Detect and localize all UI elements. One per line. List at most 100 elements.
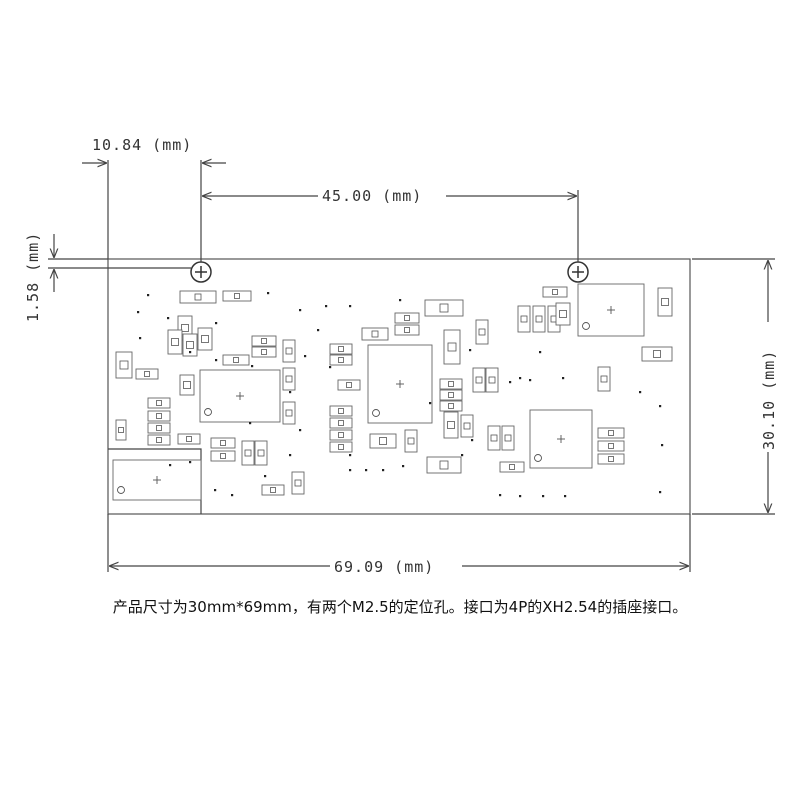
- dim-label-board-height: 30.10 (mm): [760, 350, 778, 450]
- via-dot: [169, 464, 172, 467]
- ic-pin1-mark: [582, 322, 590, 330]
- smd-pad: [338, 408, 344, 414]
- via-dot: [267, 292, 270, 295]
- via-dot: [499, 494, 502, 497]
- smd-pad: [371, 330, 379, 338]
- smd-pad: [478, 328, 486, 336]
- smd-pad: [285, 409, 293, 417]
- smd-pad: [156, 413, 162, 419]
- smd-pad: [653, 350, 661, 358]
- smd-pad: [261, 349, 267, 355]
- via-dot: [509, 381, 512, 384]
- ic-pin1-mark: [534, 454, 542, 462]
- smd-pad: [294, 479, 302, 487]
- via-dot: [289, 454, 292, 457]
- smd-pad: [338, 432, 344, 438]
- via-dot: [539, 351, 542, 354]
- smd-pad: [509, 464, 515, 470]
- dimension-hole-spacing: 45.00 (mm): [203, 184, 579, 262]
- via-dot: [214, 489, 217, 492]
- smd-pad: [233, 357, 239, 363]
- mounting-hole-right: [567, 261, 589, 283]
- via-dot: [139, 337, 142, 340]
- smd-pad: [404, 315, 410, 321]
- smd-pad: [463, 422, 471, 430]
- via-dot: [365, 469, 368, 472]
- smd-pad: [448, 392, 454, 398]
- via-dot: [189, 351, 192, 354]
- via-dot: [137, 311, 140, 314]
- dim-label-hole-offset-x: 10.84 (mm): [92, 136, 192, 154]
- smd-pad: [600, 375, 608, 383]
- smd-pad: [181, 324, 189, 332]
- via-dot: [304, 355, 307, 358]
- via-dot: [299, 429, 302, 432]
- via-dot: [249, 422, 252, 425]
- smd-pad: [520, 315, 528, 323]
- via-dot: [167, 317, 170, 320]
- via-dot: [349, 305, 352, 308]
- via-dot: [519, 377, 522, 380]
- product-caption: 产品尺寸为30mm*69mm，有两个M2.5的定位孔。接口为4P的XH2.54的…: [112, 598, 688, 616]
- smd-pad: [201, 335, 209, 343]
- via-dot: [471, 439, 474, 442]
- via-dot: [299, 309, 302, 312]
- mounting-hole-left: [190, 261, 212, 283]
- smd-pad: [156, 437, 162, 443]
- via-dot: [564, 495, 567, 498]
- via-dot: [215, 359, 218, 362]
- via-dot: [399, 299, 402, 302]
- via-dot: [317, 329, 320, 332]
- smd-pad: [144, 371, 150, 377]
- smd-pad: [552, 289, 558, 295]
- smd-pad: [156, 425, 162, 431]
- smd-pad: [338, 420, 344, 426]
- smd-pad: [439, 460, 449, 470]
- smd-pad: [490, 434, 498, 442]
- smd-pad: [661, 298, 669, 306]
- via-dot: [402, 465, 405, 468]
- dim-label-hole-spacing: 45.00 (mm): [322, 187, 422, 205]
- smd-pad: [285, 375, 293, 383]
- smd-pad: [535, 315, 543, 323]
- dimension-board-width: 69.09 (mm): [107, 514, 691, 577]
- dim-label-board-width: 69.09 (mm): [334, 558, 434, 576]
- smd-pad: [404, 327, 410, 333]
- smd-pad: [475, 376, 483, 384]
- via-dot: [251, 365, 254, 368]
- dimension-board-height: 30.10 (mm): [692, 258, 780, 515]
- smd-pad: [338, 444, 344, 450]
- dimension-hole-offset-y: 1.58 (mm): [24, 232, 191, 322]
- smd-pad: [608, 430, 614, 436]
- smd-pad: [220, 453, 226, 459]
- smd-pad: [118, 427, 124, 433]
- via-dot: [349, 469, 352, 472]
- via-dot: [659, 405, 662, 408]
- via-dot: [469, 349, 472, 352]
- smd-pad: [439, 303, 449, 313]
- dim-label-hole-offset-y: 1.58 (mm): [24, 232, 42, 322]
- smd-pad: [183, 381, 191, 389]
- smd-pad: [285, 347, 293, 355]
- via-dot: [461, 454, 464, 457]
- smd-pad: [504, 434, 512, 442]
- smd-pad: [608, 456, 614, 462]
- via-dot: [325, 305, 328, 308]
- smd-pad: [171, 338, 179, 346]
- ic-pin1-mark: [372, 409, 380, 417]
- smd-pad: [488, 376, 496, 384]
- smd-pad: [447, 421, 455, 429]
- via-dot: [542, 495, 545, 498]
- smd-pad: [119, 360, 129, 370]
- via-dot: [639, 391, 642, 394]
- smd-pad: [186, 436, 192, 442]
- via-dot: [147, 294, 150, 297]
- ic-pin1-mark: [204, 408, 212, 416]
- smd-pad: [346, 382, 352, 388]
- smd-pad: [379, 437, 387, 445]
- via-dot: [519, 495, 522, 498]
- smd-pad: [220, 440, 226, 446]
- via-dot: [264, 475, 267, 478]
- via-dot: [289, 391, 292, 394]
